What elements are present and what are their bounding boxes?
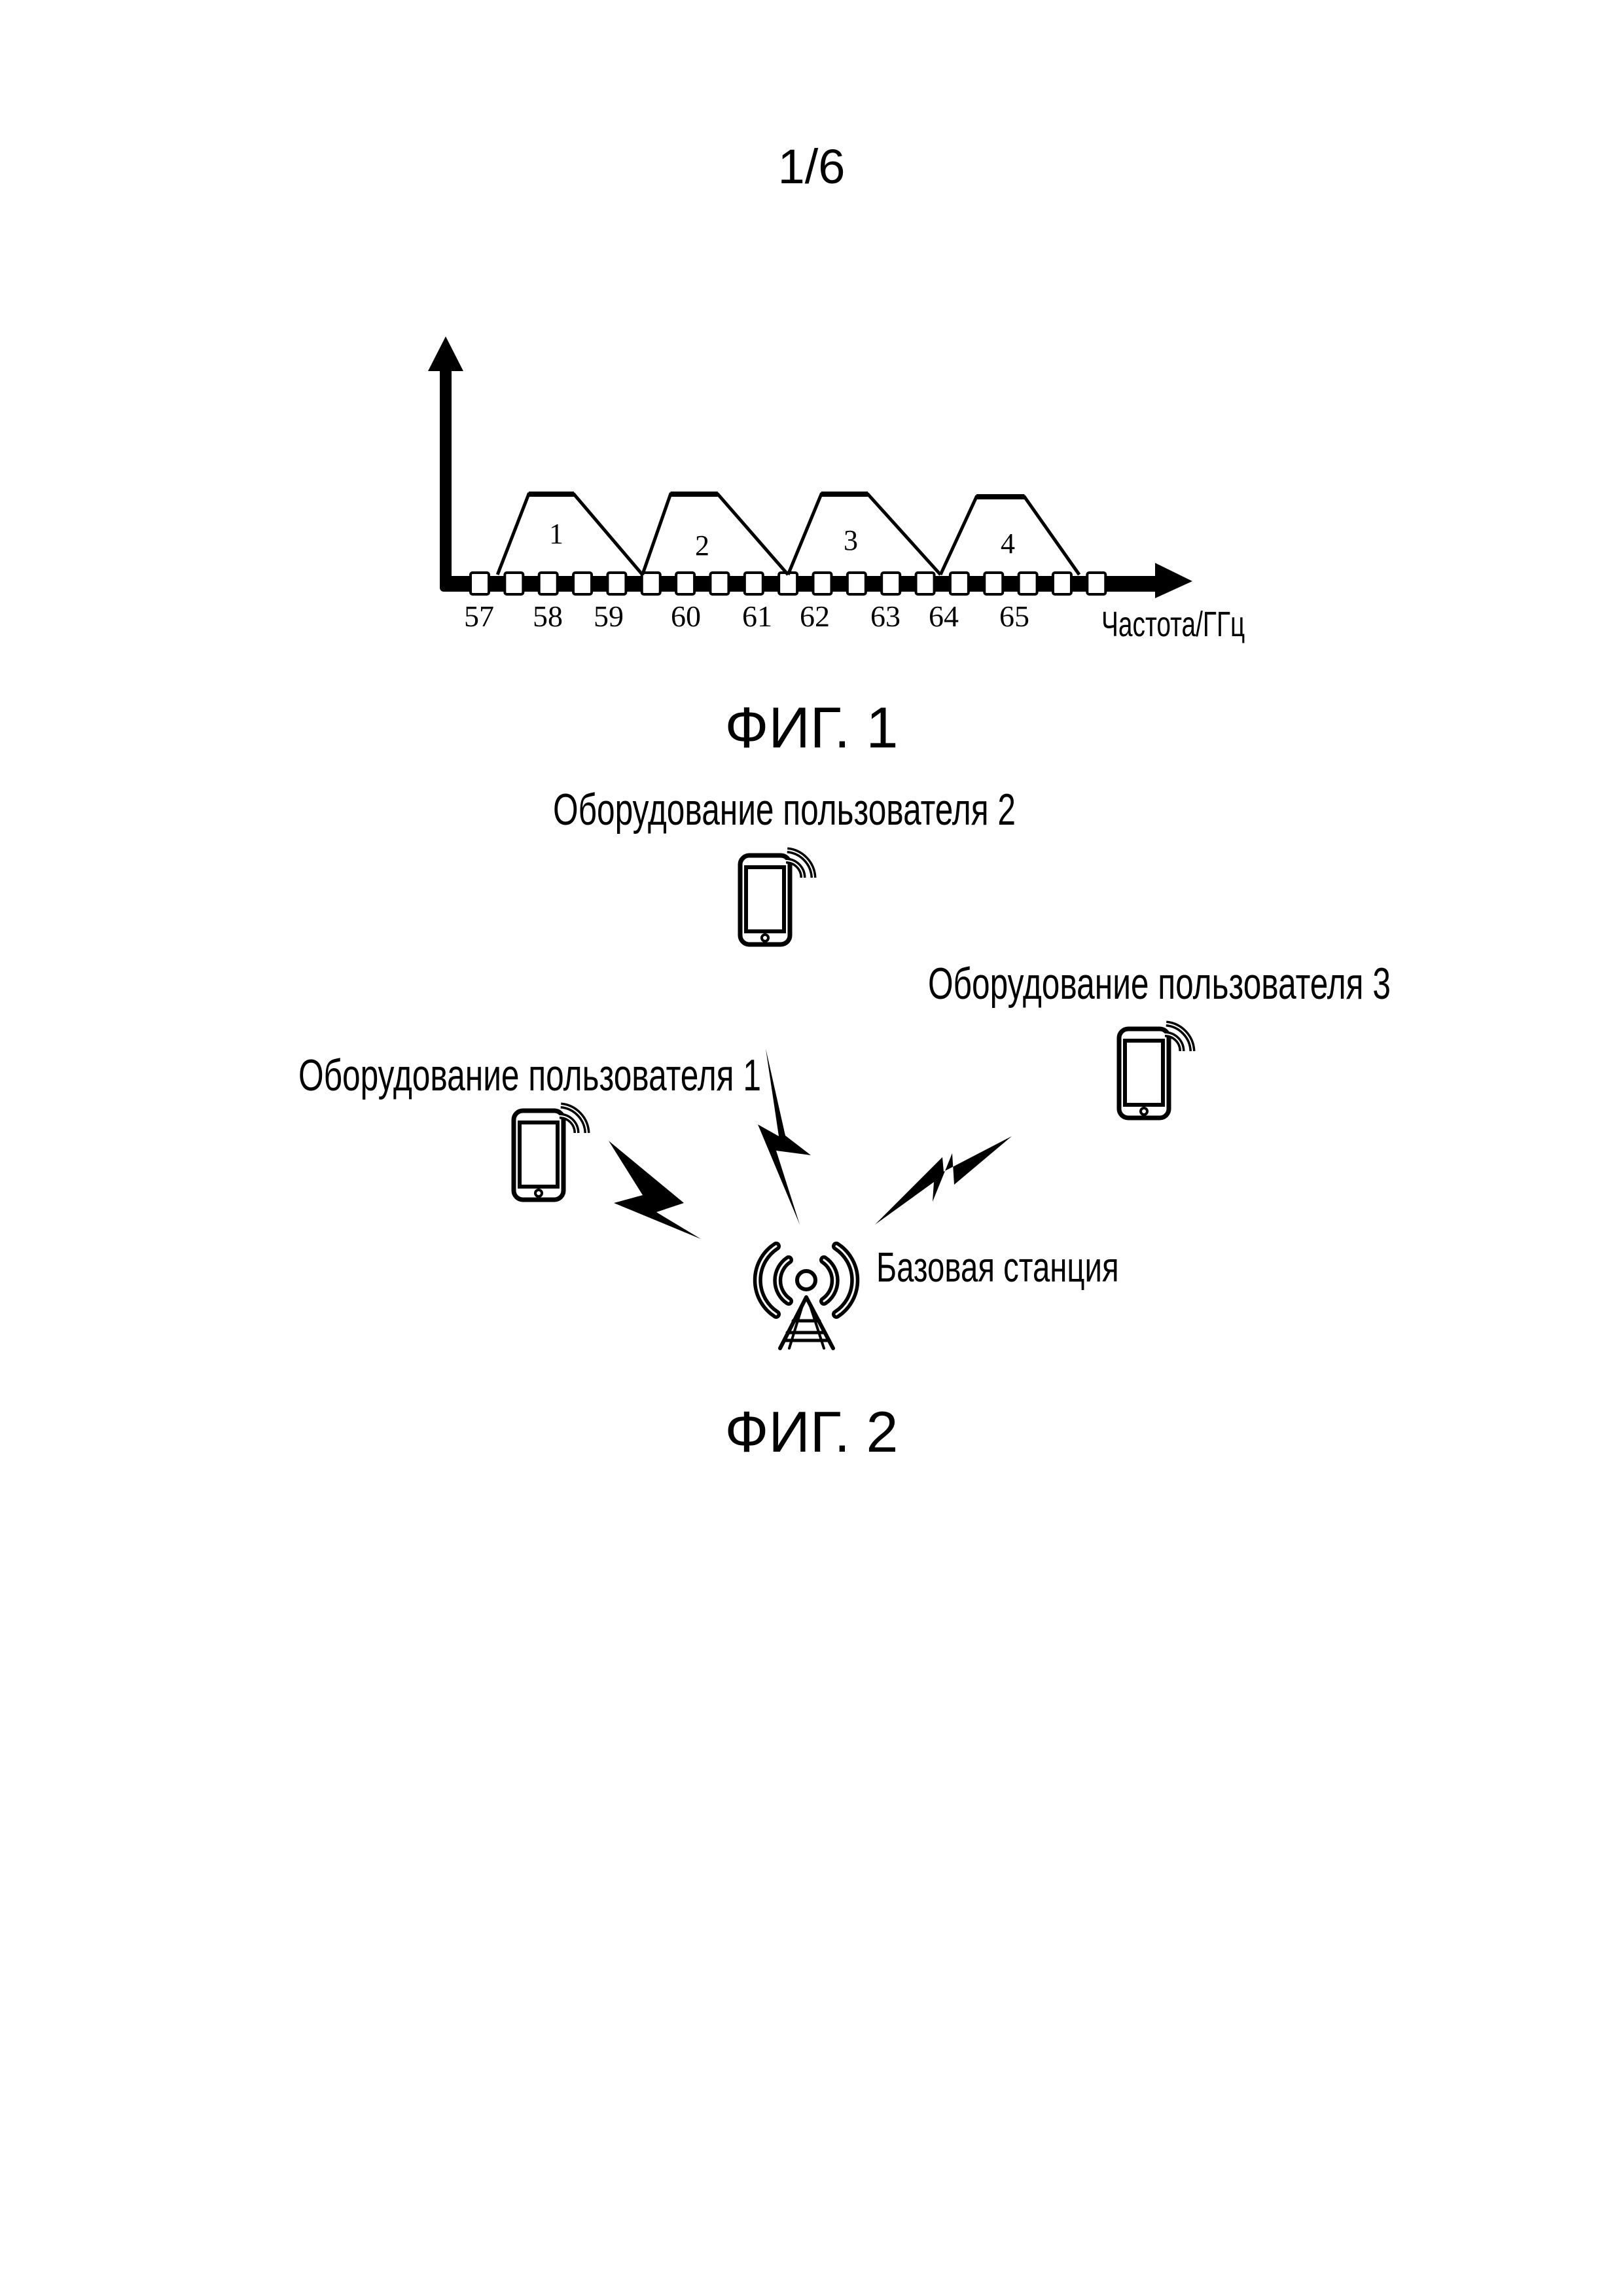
y-axis-arrowhead <box>428 336 463 371</box>
subcarrier-marker <box>572 571 594 596</box>
subcarrier-marker <box>880 571 902 596</box>
channel-4-label: 4 <box>1001 528 1015 560</box>
x-tick-label: 65 <box>999 600 1029 633</box>
figure-1-spectrum-chart: 1 2 3 4 57 58 59 60 61 62 63 64 65 Частота/ГГц <box>428 336 1245 644</box>
y-axis-line <box>440 367 452 583</box>
x-tick-label: 58 <box>533 600 563 633</box>
subcarrier-marker <box>812 571 833 596</box>
ue3-label: Оборудование пользователя 3 <box>928 958 1391 1009</box>
subcarrier-marker <box>1086 571 1107 596</box>
x-tick-label: 61 <box>742 600 772 633</box>
user-equipment-3: Оборудование пользователя 3 <box>928 958 1391 1118</box>
x-tick-label: 60 <box>671 600 701 633</box>
lightning-bolt-icon-ue1 <box>609 1141 701 1239</box>
page-number: 1/6 <box>777 139 846 194</box>
x-axis-arrowhead <box>1155 563 1192 598</box>
subcarrier-marker <box>709 571 730 596</box>
channel-1-top-edge <box>528 492 574 497</box>
smartphone-wifi-icon <box>1119 1024 1192 1118</box>
x-axis-label: Частота/ГГц <box>1101 604 1245 644</box>
subcarrier-marker <box>743 571 764 596</box>
smartphone-wifi-icon <box>740 850 813 944</box>
subcarrier-marker <box>948 571 970 596</box>
ue2-label: Оборудование пользователя 2 <box>553 784 1016 834</box>
radio-tower-icon <box>753 1242 860 1350</box>
channel-2-label: 2 <box>695 529 709 562</box>
smartphone-wifi-icon <box>514 1105 587 1200</box>
channel-2-top-edge <box>670 492 718 497</box>
x-tick-label: 64 <box>929 600 959 633</box>
base-station-label: Базовая станция <box>876 1244 1119 1291</box>
ue1-label: Оборудование пользователя 1 <box>298 1050 761 1100</box>
channel-trapezoids <box>495 492 1081 576</box>
subcarrier-marker <box>914 571 936 596</box>
channel-4-top-edge <box>976 494 1025 499</box>
figure-1-caption: ФИГ. 1 <box>724 695 899 760</box>
subcarrier-marker <box>1051 571 1073 596</box>
base-station: Базовая станция <box>753 1242 1119 1350</box>
figure-2-caption: ФИГ. 2 <box>724 1399 899 1464</box>
figure-2-network-diagram: Оборудование пользователя 2 Оборудование… <box>298 784 1391 1350</box>
lightning-bolt-icon-ue3 <box>875 1136 1012 1225</box>
user-equipment-2: Оборудование пользователя 2 <box>553 784 1016 944</box>
subcarrier-marker <box>537 571 559 596</box>
channel-labels: 1 2 3 4 <box>549 518 1015 562</box>
subcarrier-marker <box>469 571 490 596</box>
x-tick-label: 59 <box>594 600 624 633</box>
x-tick-label: 57 <box>464 600 494 633</box>
user-equipment-1: Оборудование пользователя 1 <box>298 1050 761 1200</box>
subcarrier-marker <box>846 571 867 596</box>
subcarrier-marker <box>606 571 628 596</box>
lightning-bolt-icon-ue2 <box>758 1049 811 1225</box>
subcarrier-marker <box>675 571 696 596</box>
subcarrier-marker <box>1017 571 1039 596</box>
channel-3-top-edge <box>821 492 868 497</box>
x-tick-labels: 57 58 59 60 61 62 63 64 65 <box>464 600 1029 633</box>
x-tick-label: 62 <box>800 600 830 633</box>
x-tick-label: 63 <box>870 600 901 633</box>
channel-3-label: 3 <box>844 524 858 556</box>
subcarrier-marker <box>983 571 1005 596</box>
subcarrier-marker <box>640 571 662 596</box>
subcarrier-marker <box>503 571 525 596</box>
channel-1-label: 1 <box>549 518 563 550</box>
